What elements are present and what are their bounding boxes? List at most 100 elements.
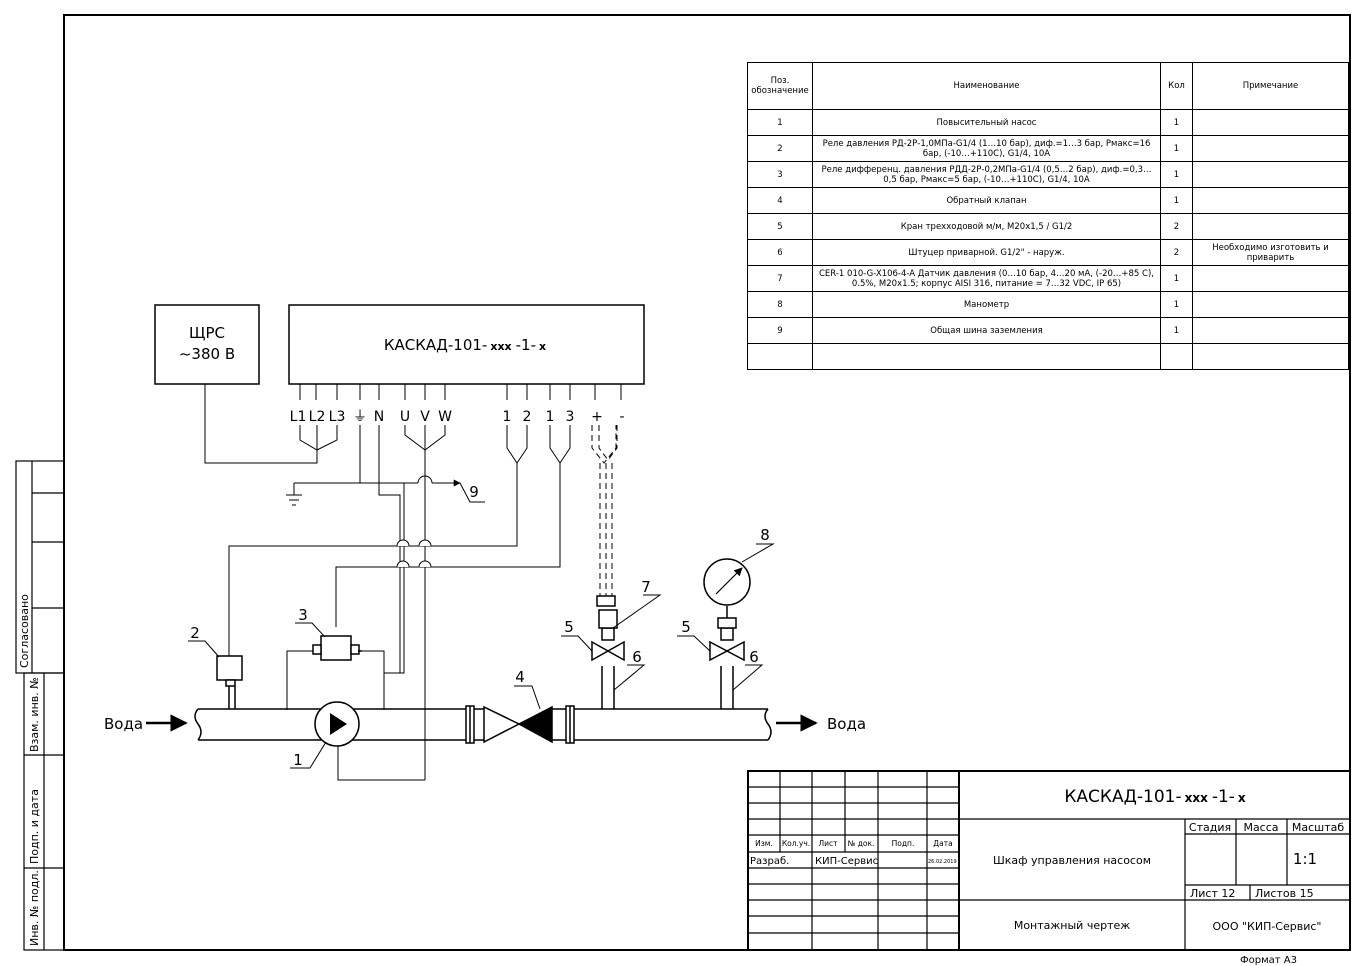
pos-label-2: 2 (190, 624, 200, 642)
diff-pressure-relay (312, 635, 362, 661)
terminal-p2a: 1 (503, 409, 512, 425)
stamp-sheets: Листов 15 (1255, 887, 1314, 900)
stamp-object: Шкаф управления насосом (993, 854, 1151, 867)
terminal-u: U (400, 409, 410, 425)
pump (314, 701, 360, 747)
pos-label-1: 1 (293, 751, 303, 769)
panel-box (154, 304, 260, 385)
panel-voltage: ~380 В (179, 345, 235, 363)
wiring (204, 384, 571, 781)
spec-note (1192, 135, 1349, 162)
spec-row (747, 343, 1349, 370)
terminal-labels: L1 L2 L3 ⏚ N U V W 1 2 1 3 + - (290, 409, 625, 425)
format-label: Формат А3 (1240, 955, 1297, 966)
spec-pos: 5 (747, 213, 813, 240)
spec-qty: 1 (1160, 265, 1193, 292)
terminal-ground: ⏚ (353, 409, 367, 425)
position-labels: 1 2 3 4 5 5 6 6 7 8 9 (190, 483, 770, 769)
sensor-cable (591, 425, 618, 596)
leaders (188, 543, 775, 769)
spec-name: Обратный клапан (812, 187, 1161, 214)
spec-qty: 2 (1160, 213, 1193, 240)
pos-label-5a: 5 (564, 618, 574, 636)
spec-pos: 7 (747, 265, 813, 292)
stamp-scale-label: Масштаб (1292, 821, 1344, 834)
terminal-minus: - (619, 409, 624, 425)
pos-label-9: 9 (469, 483, 479, 501)
pos-label-4: 4 (515, 668, 525, 686)
spec-note: Необходимо изготовить и приварить (1192, 239, 1349, 266)
stamp-stage-label: Стадия (1189, 821, 1231, 834)
spec-name: Кран трехходовой м/м, М20х1,5 / G1/2 (812, 213, 1161, 240)
terminal-l2: L2 (309, 409, 326, 425)
stamp-drawing: Монтажный чертеж (1014, 919, 1130, 932)
stamp-mass-label: Масса (1243, 821, 1278, 834)
main-pipe (194, 708, 772, 741)
controller-box (288, 304, 645, 385)
terminal-leads (299, 384, 622, 400)
spec-name: Штуцер приварной. G1/2" - наруж. (812, 239, 1161, 266)
side-strip (15, 460, 65, 951)
pos-label-6a: 6 (632, 648, 642, 666)
pos-label-6b: 6 (749, 648, 759, 666)
spec-note (1192, 343, 1349, 370)
spec-name (812, 343, 1161, 370)
spec-note (1192, 187, 1349, 214)
title-block (747, 770, 1351, 951)
spec-pos (747, 343, 813, 370)
check-valve (483, 705, 553, 744)
spec-pos: 2 (747, 135, 813, 162)
stub-right (709, 606, 745, 709)
spec-name: Реле давления РД-2Р-1,0МПа-G1/4 (1…10 ба… (812, 135, 1161, 162)
spec-pos: 4 (747, 187, 813, 214)
spec-qty: 2 (1160, 239, 1193, 266)
pos-label-5b: 5 (681, 618, 691, 636)
flanges (465, 705, 575, 744)
spec-qty: 1 (1160, 161, 1193, 188)
spec-qty: 1 (1160, 187, 1193, 214)
terminal-p3b: 3 (566, 409, 575, 425)
terminal-w: W (438, 409, 452, 425)
side-sign-date: Подп. и дата (28, 789, 41, 864)
spec-name: Реле дифференц. давления РДД-2Р-0,2МПа-G… (812, 161, 1161, 188)
stamp-sheet: Лист 12 (1190, 887, 1235, 900)
spec-pos: 6 (747, 239, 813, 266)
pressure-relay (216, 655, 243, 709)
controller-title: КАСКАД-101-xxx-1-x (384, 336, 546, 354)
spec-qty (1160, 343, 1193, 370)
spec-note (1192, 161, 1349, 188)
terminal-p2b: 2 (523, 409, 532, 425)
terminal-l3: L3 (329, 409, 346, 425)
spec-note (1192, 109, 1349, 136)
spec-name: CER-1 010-G-X106-4-A Датчик давления (0…… (812, 265, 1161, 292)
spec-qty: 1 (1160, 291, 1193, 318)
spec-pos: 1 (747, 109, 813, 136)
stamp-col-data: Дата (933, 839, 952, 848)
manometer (703, 558, 751, 606)
stamp-scale: 1:1 (1293, 850, 1317, 868)
water-in-label: Вода (104, 715, 143, 733)
stamp-razrab-date: 26.02.2019 (928, 859, 957, 865)
stamp-col-izm: Изм. (755, 839, 773, 848)
stamp-col-list: Лист (818, 839, 838, 848)
pos-label-8: 8 (760, 526, 770, 544)
spec-qty: 1 (1160, 317, 1193, 344)
stamp-razrab-name: КИП-Сервис (815, 856, 878, 867)
stamp-org: ООО "КИП-Сервис" (1213, 920, 1322, 933)
spec-note (1192, 213, 1349, 240)
spec-header-name: Наименование (812, 62, 1161, 110)
stamp-razrab-label: Разраб. (750, 856, 789, 867)
spec-note (1192, 265, 1349, 292)
spec-pos: 3 (747, 161, 813, 188)
pos-label-7: 7 (641, 578, 651, 596)
panel-title: ЩРС (189, 324, 225, 342)
terminal-n: N (374, 409, 384, 425)
